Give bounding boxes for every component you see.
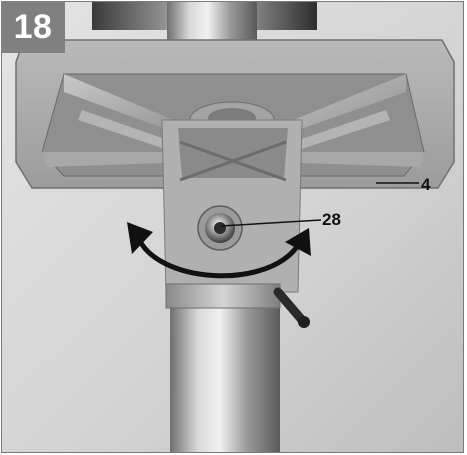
figure-number-badge: 18: [1, 1, 65, 53]
double-headed-curved-arrow-icon: [127, 222, 311, 279]
callout-label-work-table: 4: [421, 175, 431, 194]
callout-label-clamp-bolt: 28: [322, 210, 341, 229]
leader-line-28: [220, 219, 322, 227]
